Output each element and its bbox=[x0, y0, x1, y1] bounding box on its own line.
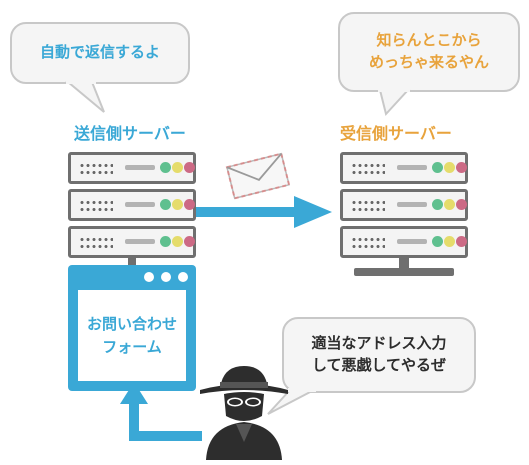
inquiry-form-body: お問い合わせ フォーム bbox=[78, 290, 186, 381]
inquiry-form-label: お問い合わせ フォーム bbox=[86, 315, 177, 356]
receiver-complaint-text: 知らんとこから めっちゃ来るやん bbox=[368, 31, 489, 71]
attacker-bubble: 適当なアドレス入力 して悪戯してやるぜ bbox=[282, 317, 476, 393]
arrow-right-icon bbox=[196, 196, 332, 228]
attacker-text: 適当なアドレス入力 して悪戯してやるぜ bbox=[311, 334, 447, 374]
server-stand-pole bbox=[399, 258, 409, 270]
auto-reply-bubble-tail bbox=[65, 80, 105, 113]
receiver-complaint-bubble: 知らんとこから めっちゃ来るやん bbox=[338, 12, 520, 92]
hacker-icon bbox=[200, 366, 288, 460]
window-dot bbox=[161, 272, 171, 282]
server-unit bbox=[68, 152, 196, 184]
receiver-server-label: 受信側サーバー bbox=[340, 124, 452, 143]
server-unit bbox=[340, 152, 468, 184]
server-unit bbox=[68, 189, 196, 221]
sender-server-label: 送信側サーバー bbox=[74, 124, 186, 143]
attacker-bubble-tail bbox=[267, 388, 316, 415]
receiver-server bbox=[340, 152, 468, 282]
attacker-input-arrow bbox=[120, 382, 202, 441]
auto-reply-text: 自動で返信するよ bbox=[39, 43, 160, 62]
inquiry-form-window: お問い合わせ フォーム bbox=[68, 265, 196, 391]
server-stand-base bbox=[354, 268, 454, 276]
receiver-complaint-bubble-tail bbox=[378, 88, 411, 117]
window-dot bbox=[178, 272, 188, 282]
envelope-icon bbox=[225, 152, 291, 200]
window-dot bbox=[144, 272, 154, 282]
server-connector bbox=[128, 258, 136, 266]
sender-server bbox=[68, 152, 196, 270]
server-unit bbox=[340, 189, 468, 221]
server-unit bbox=[340, 226, 468, 258]
auto-reply-bubble: 自動で返信するよ bbox=[10, 22, 190, 84]
server-unit bbox=[68, 226, 196, 258]
